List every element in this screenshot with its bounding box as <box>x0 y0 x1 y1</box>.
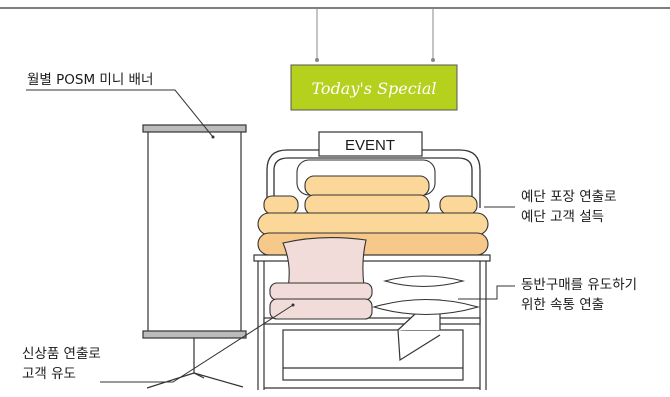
callout-stacked-line2: 예단 고객 설득 <box>521 208 604 227</box>
callout-banner: 월별 POSM 미니 배너 <box>27 71 153 90</box>
callout-new-product-line2: 고객 유도 <box>22 365 76 384</box>
callout-pillows-line1: 동반구매를 유도하기 <box>521 276 637 295</box>
callout-pillows-line2: 위한 속통 연출 <box>521 296 604 315</box>
hanging-sign: Today's Special <box>291 8 457 110</box>
sign-text: Today's Special <box>312 79 437 98</box>
white-pillows <box>374 276 478 315</box>
banner-stand <box>143 125 246 388</box>
pink-products <box>270 238 372 319</box>
callout-stacked-line1: 예단 포장 연출로 <box>521 188 617 207</box>
event-label: EVENT <box>345 137 395 154</box>
callout-new-product-line1: 신상품 연출로 <box>22 345 101 364</box>
